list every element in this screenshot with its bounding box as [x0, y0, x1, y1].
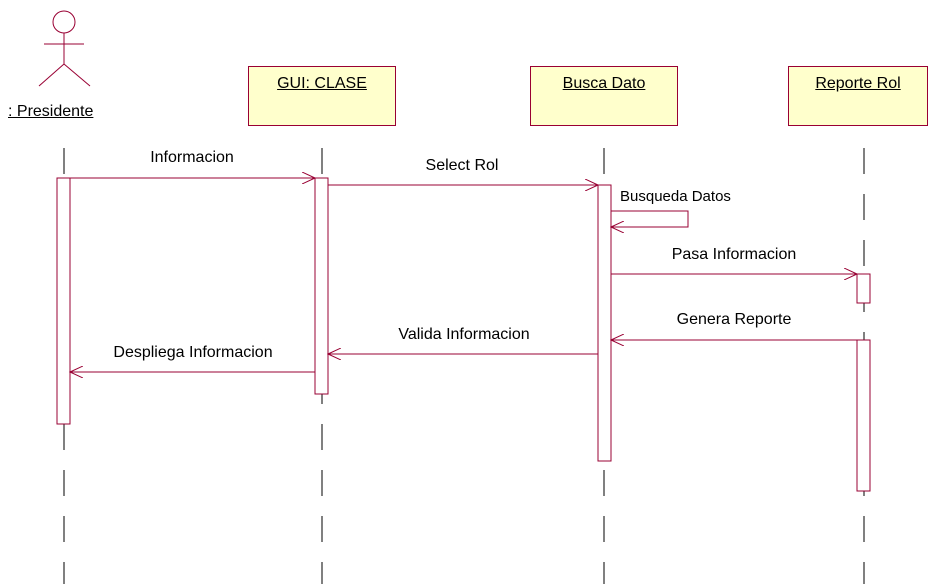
object-label-gui-clase: GUI: CLASE — [277, 75, 367, 92]
activation-busca-dato — [597, 184, 612, 462]
message-label-pasa-informacion: Pasa Informacion — [672, 246, 797, 263]
message-label-select-rol: Select Rol — [426, 157, 499, 174]
activation-gui-clase — [314, 177, 329, 395]
object-reporte-rol: Reporte Rol — [788, 66, 928, 126]
actor-label: : Presidente — [8, 103, 94, 120]
message-arrow-busqueda-datos — [611, 210, 689, 227]
message-label-informacion: Informacion — [150, 149, 234, 166]
object-gui-clase: GUI: CLASE — [248, 66, 396, 126]
message-label-valida-informacion: Valida Informacion — [398, 326, 529, 343]
message-label-genera-reporte: Genera Reporte — [677, 311, 792, 328]
message-label-despliega-informacion: Despliega Informacion — [113, 344, 272, 361]
activation-presidente — [56, 177, 71, 425]
actor-presidente-icon — [38, 10, 91, 87]
activation-reporte-rol-2 — [856, 339, 871, 492]
message-label-busqueda-datos: Busqueda Datos — [620, 188, 731, 205]
object-busca-dato: Busca Dato — [530, 66, 678, 126]
object-label-reporte-rol: Reporte Rol — [815, 75, 901, 92]
object-label-busca-dato: Busca Dato — [562, 75, 646, 92]
activation-reporte-rol-1 — [856, 273, 871, 304]
